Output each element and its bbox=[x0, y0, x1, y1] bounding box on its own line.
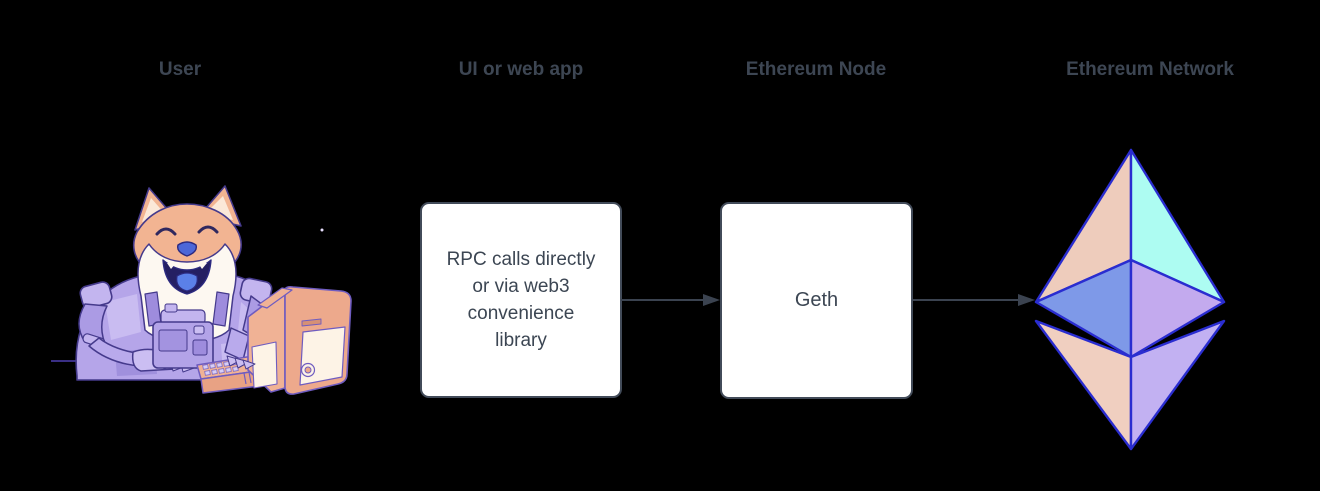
arrowhead bbox=[1018, 294, 1035, 306]
ui-app-box: RPC calls directly or via web3 convenien… bbox=[420, 202, 622, 398]
doge-nose bbox=[177, 241, 197, 257]
arrowhead bbox=[703, 294, 720, 306]
ui-app-box-line: or via web3 bbox=[472, 276, 570, 297]
ethereum-logo-icon bbox=[1034, 148, 1226, 451]
column-label-user: User bbox=[158, 59, 202, 80]
sparkle-dot bbox=[320, 228, 324, 232]
doge-tongue bbox=[176, 272, 198, 292]
ui-app-box-line: RPC calls directly bbox=[446, 249, 596, 270]
column-label-network: Ethereum Network bbox=[1066, 59, 1234, 80]
doge-eye-right bbox=[197, 225, 219, 234]
doge-astronaut-illustration bbox=[51, 185, 352, 395]
eth-face-bottom-right bbox=[1129, 319, 1226, 451]
ui-app-box-line: convenience bbox=[467, 303, 575, 324]
doge-eye-left bbox=[155, 227, 177, 236]
eth-face-mid-right bbox=[1129, 258, 1226, 359]
retro-computer-icon bbox=[196, 228, 352, 395]
column-label-node: Ethereum Node bbox=[745, 59, 887, 80]
flow-arrow-node-to-network bbox=[913, 294, 1035, 306]
ethereum-node-box: Geth bbox=[720, 202, 913, 399]
doge-chest-rig bbox=[144, 291, 230, 369]
ethereum-node-box-text: Geth bbox=[794, 289, 839, 311]
column-label-ui: UI or web app bbox=[458, 59, 584, 80]
ui-app-box-line: library bbox=[495, 330, 547, 351]
flow-arrow-ui-to-node bbox=[621, 294, 720, 306]
